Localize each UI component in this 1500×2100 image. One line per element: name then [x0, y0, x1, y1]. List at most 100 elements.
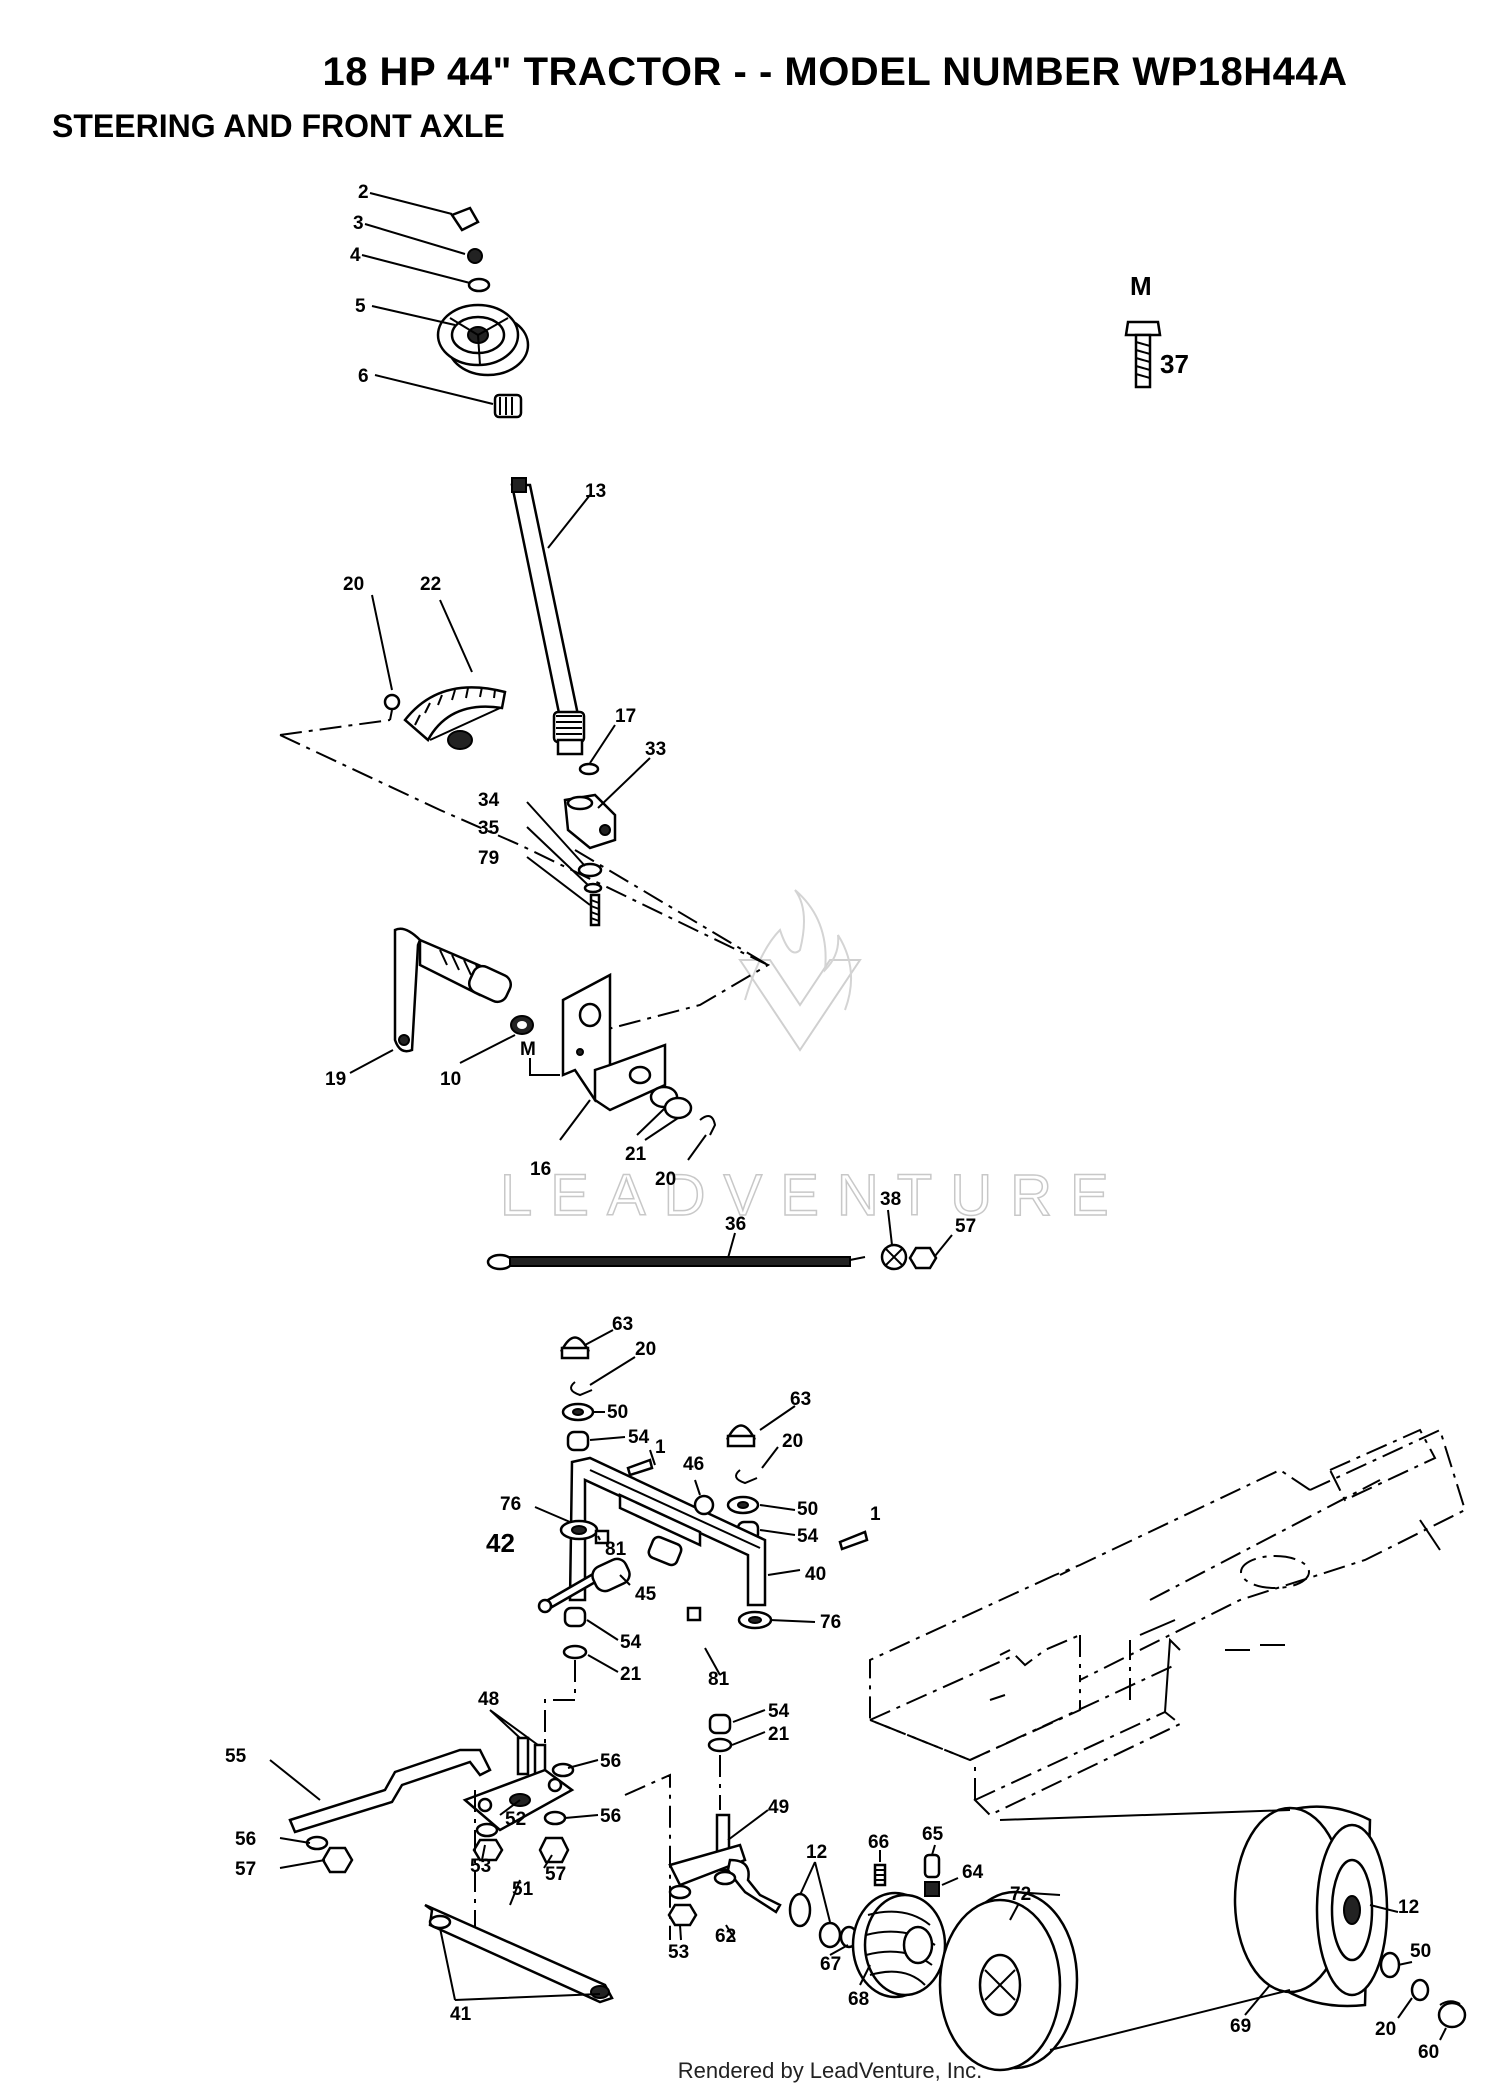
part-62-washer [668, 1884, 692, 1900]
label-54-a: 54 [628, 1427, 650, 1448]
label-36: 36 [725, 1214, 746, 1235]
part-21-washer-d [707, 1737, 733, 1753]
assembly-outline [279, 709, 771, 1036]
label-63-a: 63 [612, 1314, 633, 1335]
label-66: 66 [868, 1832, 889, 1853]
label-54-d: 54 [768, 1701, 790, 1722]
label-55: 55 [225, 1746, 247, 1767]
label-12-a: 12 [806, 1842, 827, 1863]
label-46: 46 [683, 1454, 704, 1475]
part-79-bolt [589, 893, 601, 927]
label-20-c: 20 [635, 1339, 656, 1360]
label-60: 60 [1418, 2042, 1439, 2063]
label-4: 4 [350, 245, 361, 266]
part-48-pin-a [516, 1736, 530, 1776]
label-20-e: 20 [1375, 2019, 1396, 2040]
label-57-a: 57 [955, 1216, 976, 1237]
part-72-tire [938, 1890, 1079, 2072]
label-48: 48 [478, 1689, 499, 1710]
label-68: 68 [848, 1989, 869, 2010]
steering-column-assembly [436, 206, 617, 927]
label-22: 22 [420, 574, 441, 595]
label-41: 41 [450, 2004, 472, 2025]
label-76-b: 76 [820, 1612, 841, 1633]
label-65: 65 [922, 1824, 944, 1845]
label-54-b: 54 [797, 1526, 819, 1547]
part-41-bolt-a [428, 1914, 452, 1930]
label-56-c: 56 [235, 1829, 256, 1850]
label-50-c: 50 [1410, 1941, 1431, 1962]
part-65-valve-stem [923, 1853, 941, 1879]
part-57-nut-c [538, 1836, 570, 1864]
label-52: 52 [505, 1809, 526, 1830]
part-17-washer [578, 762, 600, 776]
pinion-gear [552, 710, 586, 756]
label-76-a: 76 [500, 1494, 521, 1515]
label-56-a: 56 [600, 1751, 621, 1772]
label-6: 6 [358, 366, 369, 387]
label-20-b: 20 [655, 1169, 676, 1190]
part-20-clip [699, 1115, 717, 1136]
part-68-rim [851, 1891, 947, 1999]
part-21-washer-c [562, 1644, 588, 1660]
part-22-sector-gear [403, 686, 507, 750]
part-37-bolt [1124, 320, 1162, 389]
label-72: 72 [1010, 1884, 1031, 1905]
part-16-bracket [561, 972, 667, 1112]
label-19: 19 [325, 1069, 346, 1090]
label-49: 49 [768, 1797, 789, 1818]
label-21-a: 21 [625, 1144, 647, 1165]
wheel-assembly [788, 1805, 1467, 2072]
label-2: 2 [358, 182, 369, 203]
part-20-clip-c [570, 1381, 593, 1397]
part-45-spacer [591, 1557, 631, 1593]
part-1-grease-fitting-b [838, 1530, 869, 1551]
part-20-cotter-pin [383, 693, 401, 711]
part-54-bushing-a [566, 1430, 590, 1452]
front-axle-assembly [537, 1336, 869, 1753]
label-34: 34 [478, 790, 500, 811]
label-50-b: 50 [797, 1499, 818, 1520]
part-51-drag-arm [424, 1903, 614, 2004]
part-53-nut-a [475, 1822, 499, 1838]
part-57-nut-b [321, 1846, 354, 1874]
part-81-spacer-b [686, 1606, 702, 1622]
part-2-cap [450, 206, 480, 232]
part-19-steering-arm [393, 927, 513, 1053]
label-21-b: 21 [620, 1664, 642, 1685]
part-20-clip-e [1410, 1978, 1430, 2002]
part-54-bushing-c [563, 1606, 587, 1628]
label-17: 17 [615, 706, 636, 727]
part-34-washer [577, 862, 603, 878]
label-13: 13 [585, 481, 606, 502]
label-16: 16 [530, 1159, 551, 1180]
section-title: STEERING AND FRONT AXLE [52, 108, 505, 144]
label-33: 33 [645, 739, 666, 760]
label-35: 35 [478, 818, 500, 839]
label-51: 51 [512, 1879, 534, 1900]
part-53-nut-b [667, 1903, 698, 1927]
part-1-grease-fitting-a [626, 1458, 654, 1477]
label-63-b: 63 [790, 1389, 811, 1410]
part-56-washer-a [551, 1762, 575, 1778]
label-57-c: 57 [545, 1864, 566, 1885]
label-81-b: 81 [708, 1669, 730, 1690]
part-38-lockwasher [880, 1243, 908, 1271]
part-21-washer-b [663, 1096, 693, 1120]
page-title: 18 HP 44" TRACTOR - - MODEL NUMBER WP18H… [322, 50, 1348, 94]
label-12-b: 12 [1398, 1897, 1419, 1918]
label-40: 40 [805, 1564, 826, 1585]
tie-rod-assembly [288, 1736, 782, 2004]
label-54-c: 54 [620, 1632, 642, 1653]
label-42: 42 [486, 1528, 515, 1558]
part-55-tie-rod [288, 1748, 492, 1834]
part-6-adapter [493, 393, 523, 419]
part-33-bushing [563, 793, 617, 850]
part-36-drag-link [486, 1253, 866, 1271]
leader-lines [269, 192, 1447, 2041]
part-12-washer-b [818, 1921, 842, 1949]
label-20-a: 20 [343, 574, 364, 595]
tractor-frame [869, 1428, 1467, 2051]
sector-gear-assembly [383, 686, 507, 750]
